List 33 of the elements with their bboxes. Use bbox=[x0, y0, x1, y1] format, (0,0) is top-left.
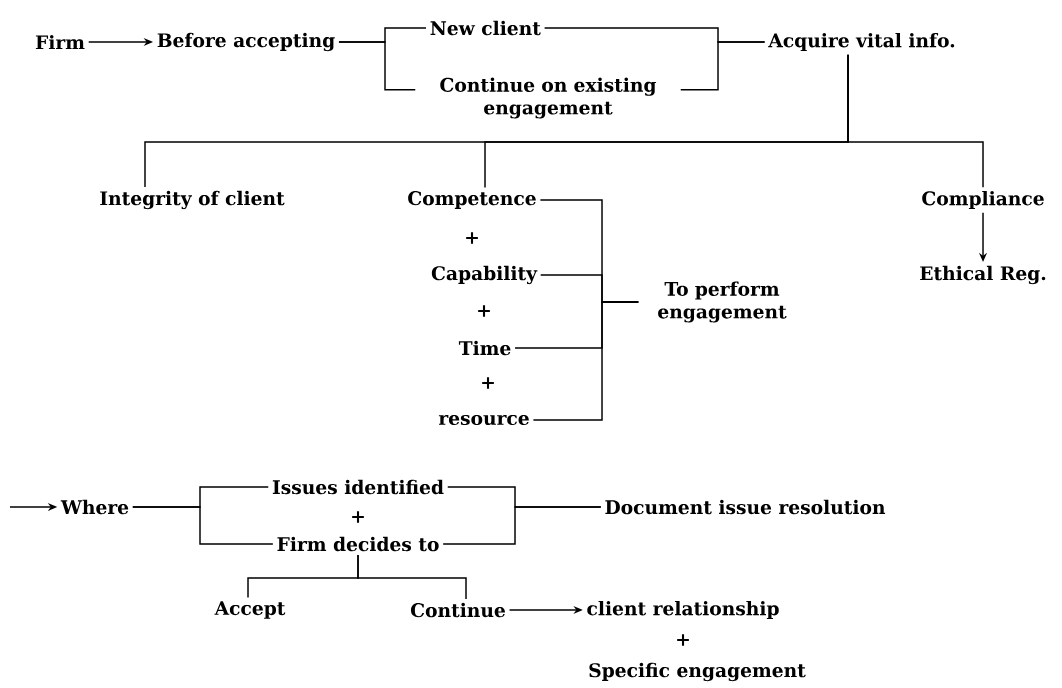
plus-sign: + bbox=[482, 377, 494, 389]
text-label: Specific engagement bbox=[589, 662, 806, 682]
connector-line bbox=[338, 41, 416, 91]
text-label: New client bbox=[430, 20, 541, 36]
connector-line bbox=[442, 506, 602, 545]
plus-sign: + bbox=[677, 634, 689, 646]
plus-sign: + bbox=[466, 232, 478, 244]
text-label: Before accepting bbox=[157, 32, 335, 52]
text-label: Where bbox=[60, 499, 129, 515]
text-label: Continue on existing engagement bbox=[440, 77, 657, 119]
text-label: client relationship bbox=[587, 601, 779, 620]
text-label: Capability bbox=[431, 265, 538, 285]
text-label: Acquire vital info. bbox=[768, 32, 955, 52]
text-label: resource bbox=[438, 414, 529, 426]
text-label: Issues identified bbox=[272, 479, 444, 495]
connector-line bbox=[532, 301, 639, 421]
text-label: Accept bbox=[214, 601, 286, 619]
connector-line bbox=[847, 54, 984, 188]
text-label: Ethical Reg. bbox=[920, 265, 1046, 285]
text-label: Continue bbox=[411, 602, 505, 618]
text-label: Competence bbox=[408, 191, 536, 209]
text-label: Firm decides to bbox=[277, 536, 439, 552]
plus-sign: + bbox=[352, 511, 364, 523]
plus-sign: + bbox=[478, 305, 490, 317]
connector-line bbox=[132, 506, 274, 545]
text-label: Time bbox=[458, 340, 511, 356]
text-label: Document issue resolution bbox=[605, 499, 886, 515]
connector-line bbox=[680, 41, 766, 91]
text-label: Integrity of client bbox=[100, 190, 285, 210]
text-label: Firm bbox=[35, 34, 85, 50]
text-label: To perform engagement bbox=[658, 281, 787, 323]
text-label: Compliance bbox=[922, 190, 1044, 210]
connector-line bbox=[357, 554, 467, 600]
